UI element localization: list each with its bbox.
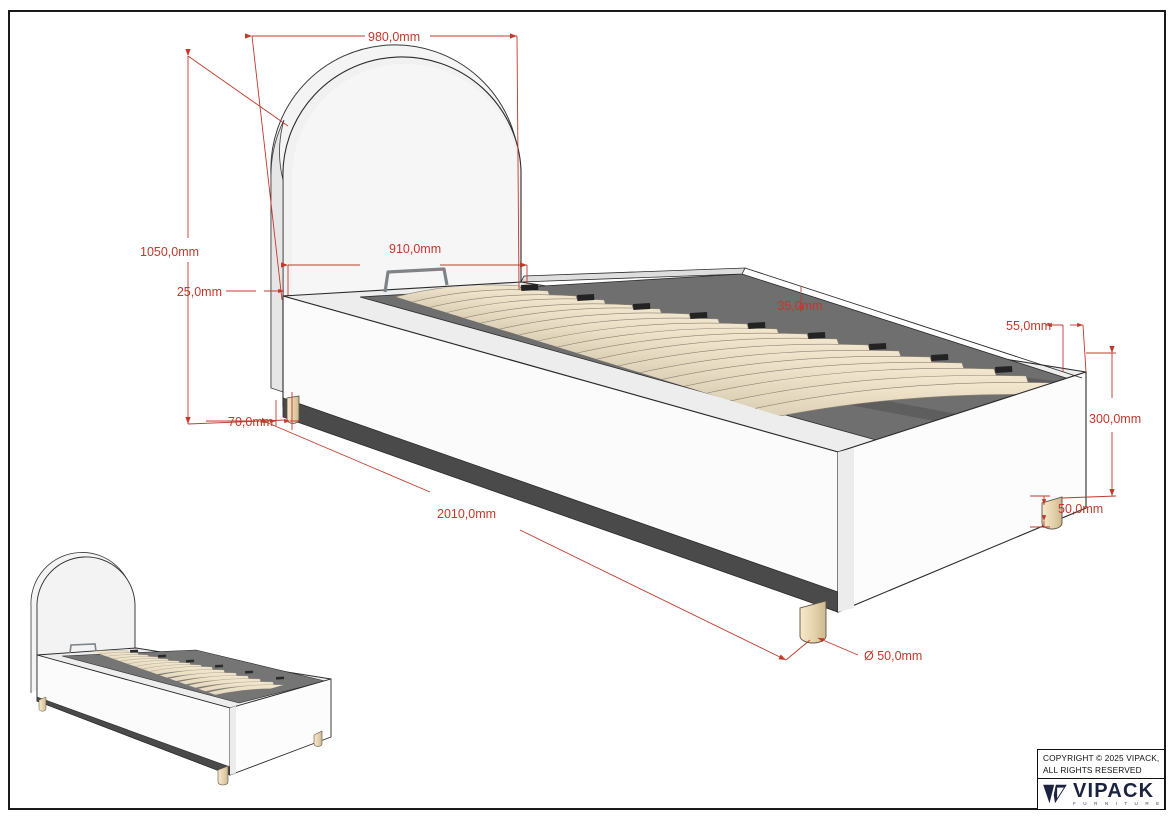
brand-logo-block: VIPACK F U R N I T U R E [1037, 779, 1165, 810]
brand-name: VIPACK [1073, 779, 1155, 802]
copyright-line-1: COPYRIGHT © 2025 VIPACK, [1043, 753, 1160, 763]
brand-tagline: F U R N I T U R E [1073, 800, 1163, 806]
copyright-block: COPYRIGHT © 2025 VIPACK, ALL RIGHTS RESE… [1037, 749, 1165, 779]
page-border-frame [8, 10, 1166, 810]
brand-logo-text: VIPACK F U R N I T U R E [1073, 779, 1163, 807]
vipack-logo-icon [1043, 784, 1067, 804]
copyright-line-2: ALL RIGHTS RESERVED [1043, 764, 1142, 775]
